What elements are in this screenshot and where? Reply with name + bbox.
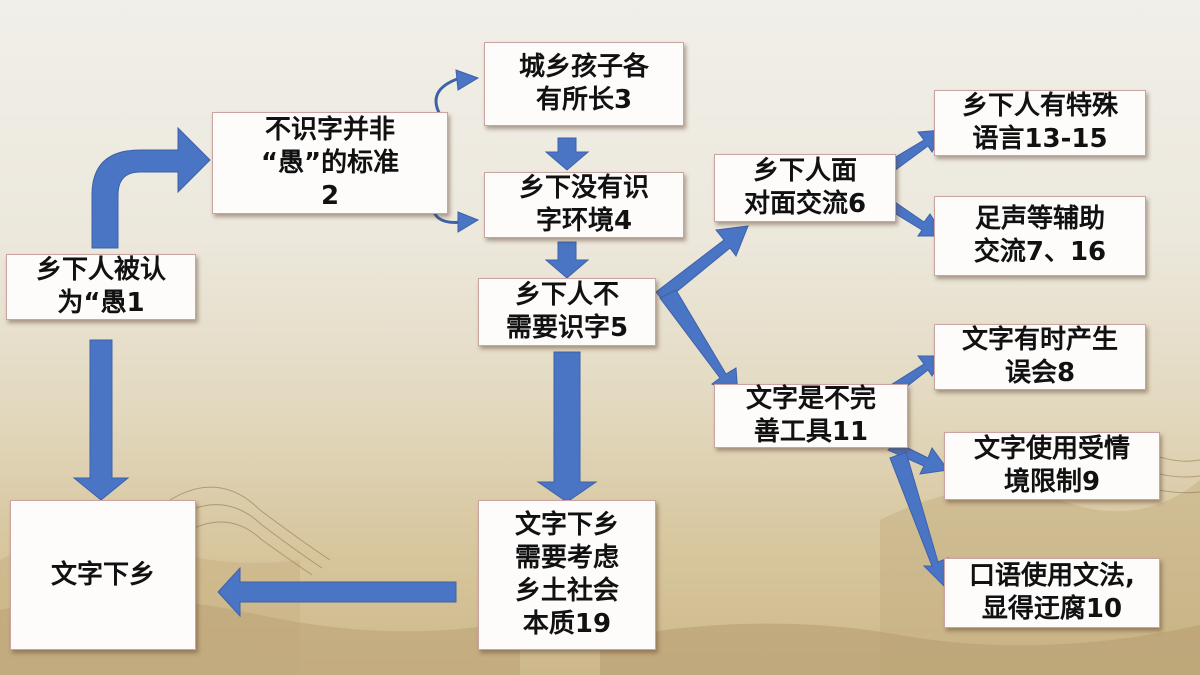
arrow-n1-to-end <box>72 339 130 501</box>
node-oral-grammar[interactable]: 口语使用文法, 显得迂腐10 <box>944 558 1160 628</box>
node-consider-rural-essence[interactable]: 文字下乡 需要考虑 乡土社会 本质19 <box>478 500 656 650</box>
node-context-limit[interactable]: 文字使用受情 境限制9 <box>944 432 1160 500</box>
node-village-seen-foolish[interactable]: 乡下人被认 为“愚1 <box>6 254 196 320</box>
arrow-n19-to-end <box>217 566 457 618</box>
arrow-n5-to-n11 <box>659 289 739 397</box>
node-misunderstanding[interactable]: 文字有时产生 误会8 <box>934 324 1146 390</box>
node-face-to-face[interactable]: 乡下人面 对面交流6 <box>714 154 896 222</box>
node-footsteps-aid[interactable]: 足声等辅助 交流7、16 <box>934 196 1146 276</box>
node-no-need-literacy[interactable]: 乡下人不 需要识字5 <box>478 278 656 346</box>
arrow-n1-to-n2 <box>91 126 211 249</box>
arrow-n4-to-n5 <box>544 241 590 279</box>
node-illiteracy-not-foolish[interactable]: 不识字并非 “愚”的标准 2 <box>212 112 448 214</box>
node-imperfect-tool[interactable]: 文字是不完 善工具11 <box>714 384 908 448</box>
arrow-n11-to-n10 <box>889 451 949 588</box>
node-children-each-strength[interactable]: 城乡孩子各 有所长3 <box>484 42 684 126</box>
arrow-n5-to-n19 <box>536 351 598 503</box>
node-writing-to-village[interactable]: 文字下乡 <box>10 500 196 650</box>
arrow-n3-to-n4 <box>544 137 590 171</box>
node-no-literacy-environment[interactable]: 乡下没有识 字环境4 <box>484 172 684 238</box>
node-special-language[interactable]: 乡下人有特殊 语言13-15 <box>934 90 1146 156</box>
